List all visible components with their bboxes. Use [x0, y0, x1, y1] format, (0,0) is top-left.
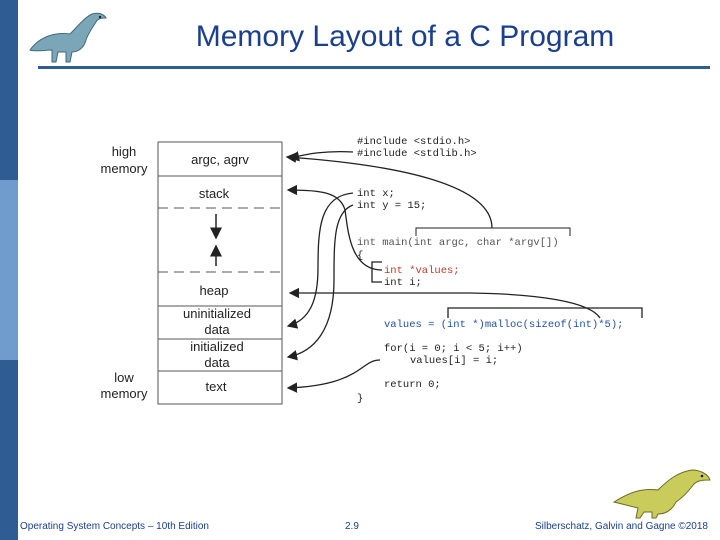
low-memory-label-2: memory [101, 386, 148, 401]
code-line-assign: values[i] = i; [410, 355, 498, 367]
footer-copyright: Silberschatz, Galvin and Gagne ©2018 [534, 521, 708, 532]
arrow-code-to-text [286, 359, 381, 393]
code-line-malloc: values = (int *)malloc(sizeof(int)*5); [384, 319, 623, 331]
code-line-main: int main(int argc, char *argv[]) [357, 237, 559, 249]
footer-course-title: Operating System Concepts – 10th Edition [20, 521, 209, 532]
locals-bracket [371, 261, 382, 283]
code-line-close-brace: } [357, 393, 363, 405]
high-memory-label-1: high [112, 144, 137, 159]
memory-segments: argc, agrv stack heap uninitialized data… [101, 141, 283, 405]
code-line-return: return 0; [384, 379, 441, 391]
segment-argv: argc, agrv [191, 152, 249, 167]
arrow-args-to-argv [285, 152, 493, 229]
dinosaur-top-icon [29, 12, 107, 63]
segment-init-1: initialized [190, 339, 243, 354]
code-line-int-x: int x; [357, 188, 395, 200]
segment-init-2: data [204, 355, 230, 370]
low-memory-label-1: low [114, 370, 134, 385]
arrow-malloc-to-heap [288, 287, 601, 319]
code-line-int-i: int i; [384, 277, 422, 289]
code-line-int-values: int *values; [384, 265, 460, 277]
code-line-include-stdio: #include <stdio.h> [357, 136, 470, 148]
page-title: Memory Layout of a C Program [195, 20, 615, 53]
code-line-int-y: int y = 15; [357, 200, 426, 212]
left-stripe-middle [0, 180, 18, 360]
code-line-open-brace: { [357, 250, 363, 262]
arrow-locals-to-stack [286, 184, 383, 271]
segment-text: text [206, 379, 227, 394]
main-args-bracket [415, 227, 571, 236]
code-listing: #include <stdio.h> #include <stdlib.h> i… [357, 136, 623, 405]
dinosaur-bottom-icon [612, 469, 711, 519]
left-stripe-top [0, 0, 18, 180]
memory-box [157, 141, 283, 405]
code-line-for: for(i = 0; i < 5; i++) [384, 343, 523, 355]
footer-page-number: 2.9 [345, 521, 359, 532]
left-stripe-bottom [0, 360, 18, 540]
mapping-arrows [285, 150, 643, 393]
segment-uninit-1: uninitialized [183, 306, 251, 321]
segment-stack: stack [199, 186, 230, 201]
malloc-bracket [447, 307, 643, 318]
title-rule [38, 66, 710, 69]
segment-heap: heap [200, 283, 229, 298]
arrow-include-to-argv [288, 150, 354, 162]
segment-uninit-2: data [204, 322, 230, 337]
code-line-include-stdlib: #include <stdlib.h> [357, 148, 477, 160]
high-memory-label-2: memory [101, 161, 148, 176]
arrow-int-y-to-data [286, 204, 354, 361]
arrow-int-x-to-bss [286, 192, 354, 329]
